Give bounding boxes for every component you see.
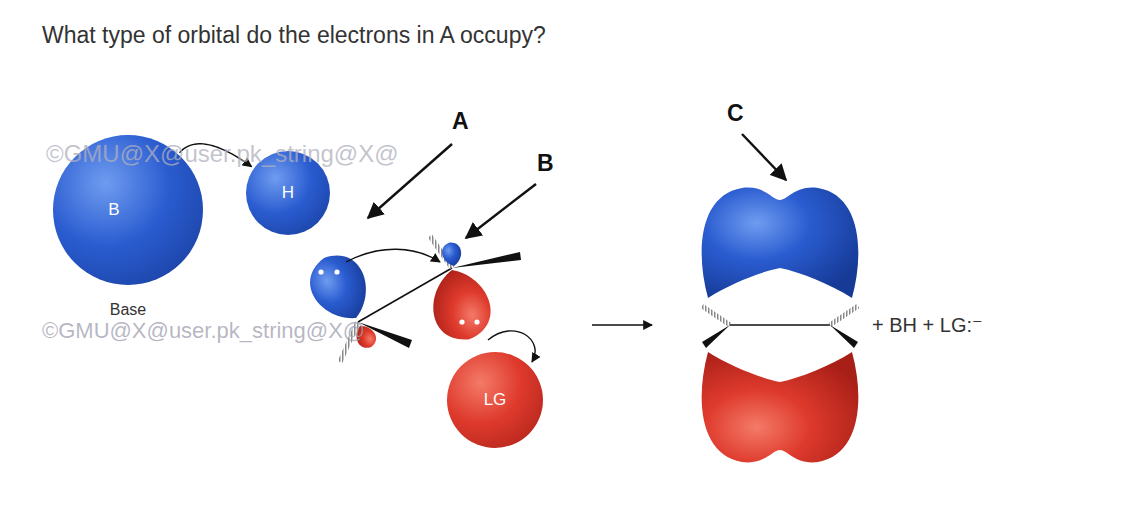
- leader-line: [742, 134, 786, 180]
- leaving-group-sphere: LG: [447, 352, 543, 448]
- byproducts-text: + BH + LG:⁻: [872, 313, 983, 337]
- pi-bond: [702, 188, 859, 463]
- watermark: ©GMU@X@user.pk_string@X@: [42, 318, 365, 344]
- watermark: ©GMU@X@user.pk_string@X@: [46, 140, 399, 168]
- sphere-caption: Base: [110, 301, 146, 319]
- callout-letter: B: [537, 150, 554, 177]
- curved-arrow: [346, 249, 440, 262]
- sp3-lobe-lg: [424, 263, 496, 346]
- atom-symbol: B: [108, 200, 119, 220]
- sp3-lobe-b: [441, 241, 464, 268]
- atom-symbol: H: [282, 183, 294, 203]
- atom-symbol: LG: [484, 390, 507, 410]
- callout-letter: C: [727, 100, 744, 127]
- callout-letter: A: [452, 108, 469, 135]
- leader-line: [466, 184, 536, 238]
- reaction-arrow: [592, 324, 652, 325]
- question-title: What type of orbital do the electrons in…: [42, 22, 546, 49]
- sp3-lobe-a: [300, 245, 380, 330]
- bond-lines: [340, 236, 521, 362]
